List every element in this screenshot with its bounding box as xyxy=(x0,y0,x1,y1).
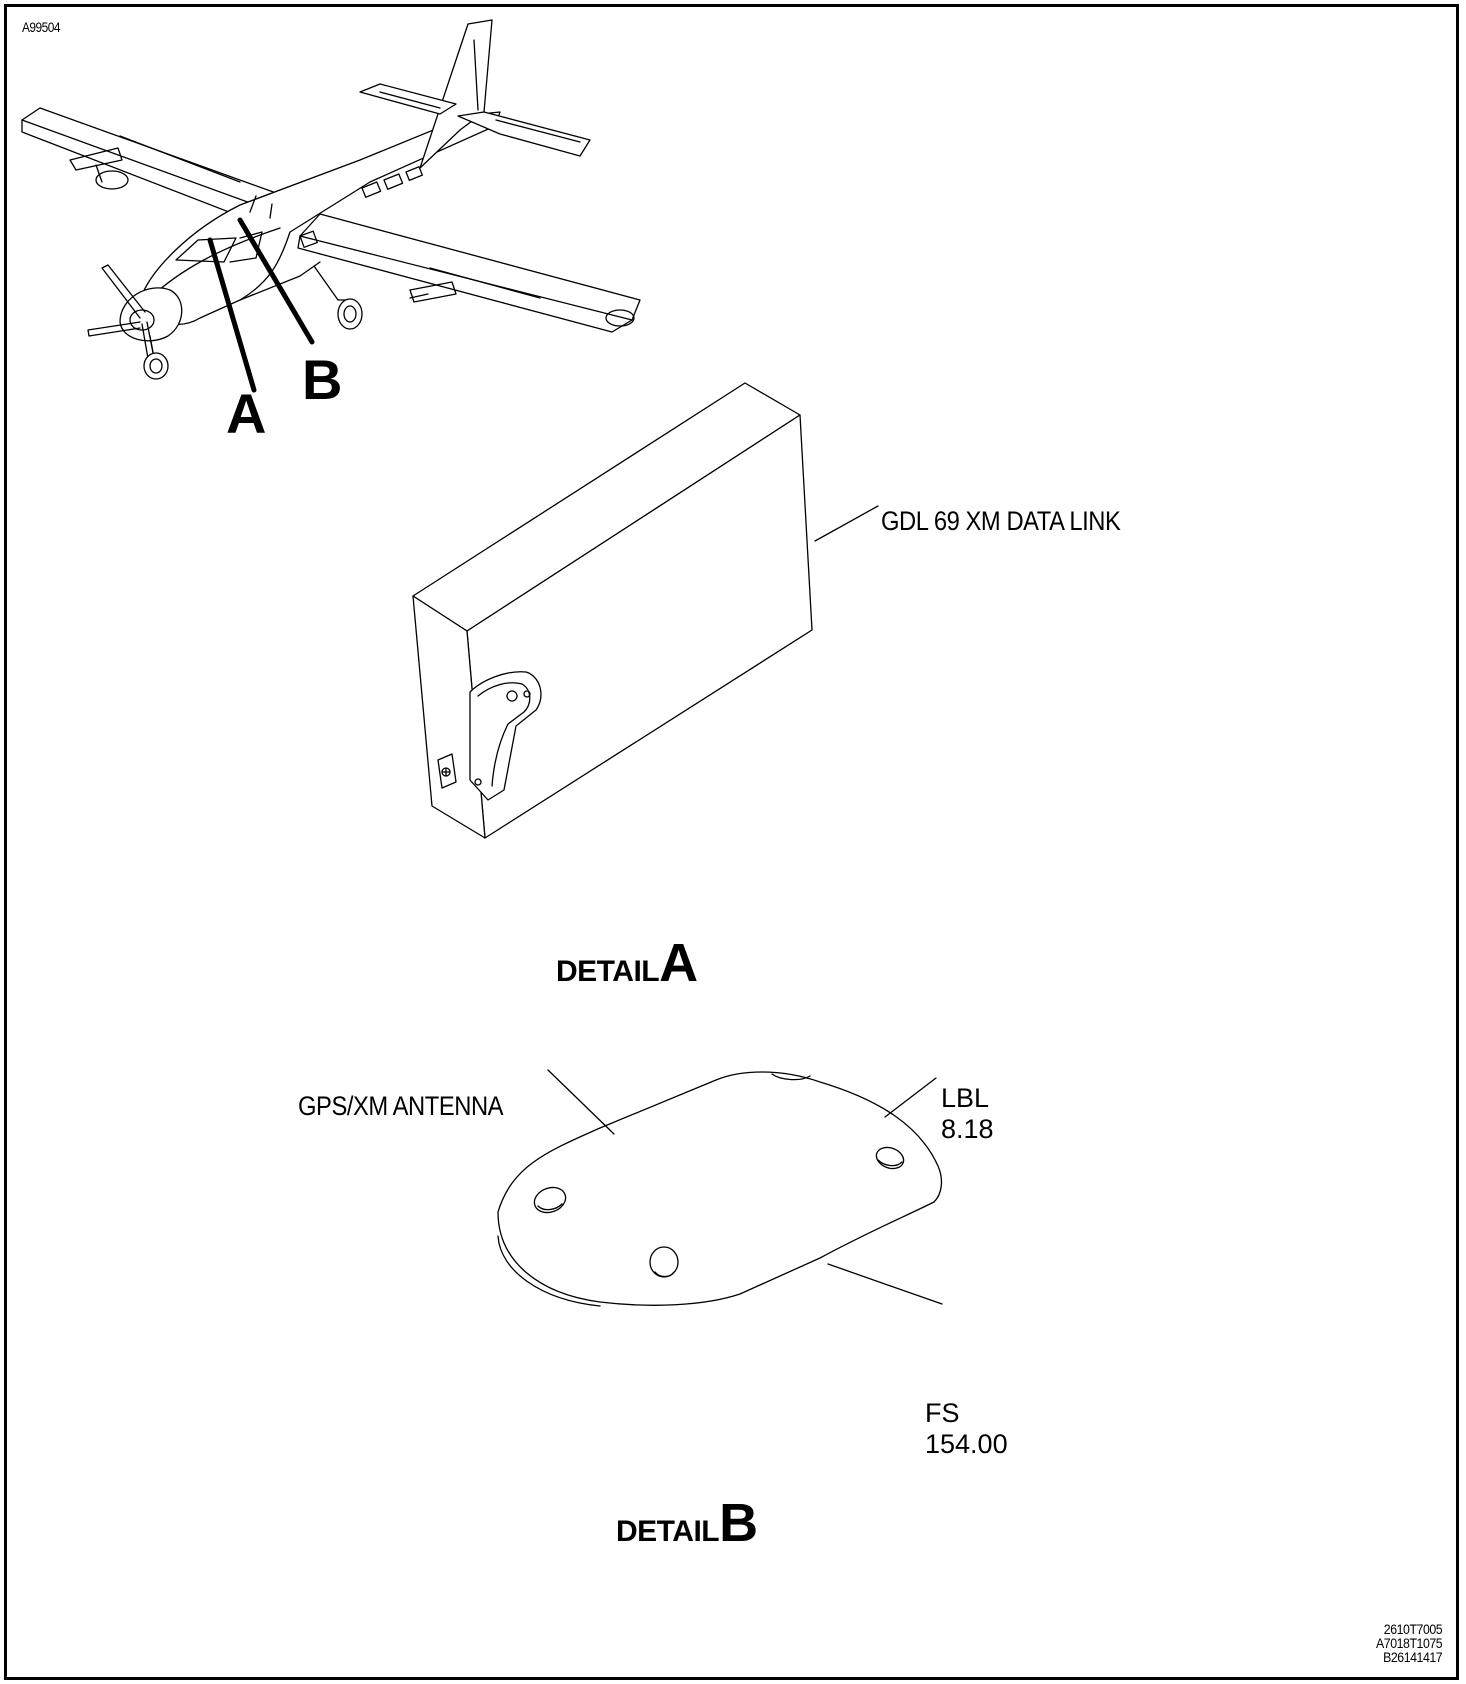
reference-code: B26141417 xyxy=(1382,1649,1443,1665)
reference-code: A7018T1075 xyxy=(1375,1635,1443,1651)
reference-codes: 2610T7005 A7018T1075 B26141417 xyxy=(1367,1621,1443,1665)
antenna-drawing xyxy=(497,1071,943,1307)
callout-a-label: A xyxy=(226,382,267,445)
antenna-label: GPS/XM ANTENNA xyxy=(298,1091,504,1121)
callout-a-pointer xyxy=(207,237,257,393)
drawing-frame xyxy=(4,4,1459,1680)
lbl-leader xyxy=(884,1077,937,1118)
detail-a-title: DETAILA xyxy=(556,933,698,993)
fs-value: 154.00 xyxy=(925,1429,1008,1459)
callout-b-pointer xyxy=(237,217,315,345)
airplane-drawing xyxy=(21,19,641,380)
detail-a-letter: A xyxy=(659,933,698,993)
detail-b-letter: B xyxy=(719,1493,758,1553)
fs-station: FS 154.00 xyxy=(925,1398,1008,1460)
detail-b-title: DETAILB xyxy=(616,1493,758,1553)
antenna-leader xyxy=(547,1069,615,1135)
lbl-station: LBL 8.18 xyxy=(941,1083,994,1145)
fs-leader xyxy=(827,1263,943,1305)
lbl-label: LBL xyxy=(941,1083,990,1113)
detail-a-word: DETAIL xyxy=(556,955,660,988)
data-link-label: GDL 69 XM DATA LINK xyxy=(881,506,1121,536)
figure-code: A99504 xyxy=(22,19,60,35)
data-link-unit-drawing xyxy=(412,382,813,839)
fs-label: FS xyxy=(925,1398,960,1428)
lbl-value: 8.18 xyxy=(941,1114,994,1144)
detail-b-word: DETAIL xyxy=(616,1515,720,1548)
reference-code: 2610T7005 xyxy=(1383,1621,1443,1637)
callout-b-label: B xyxy=(302,348,343,411)
data-link-leader xyxy=(814,505,879,542)
